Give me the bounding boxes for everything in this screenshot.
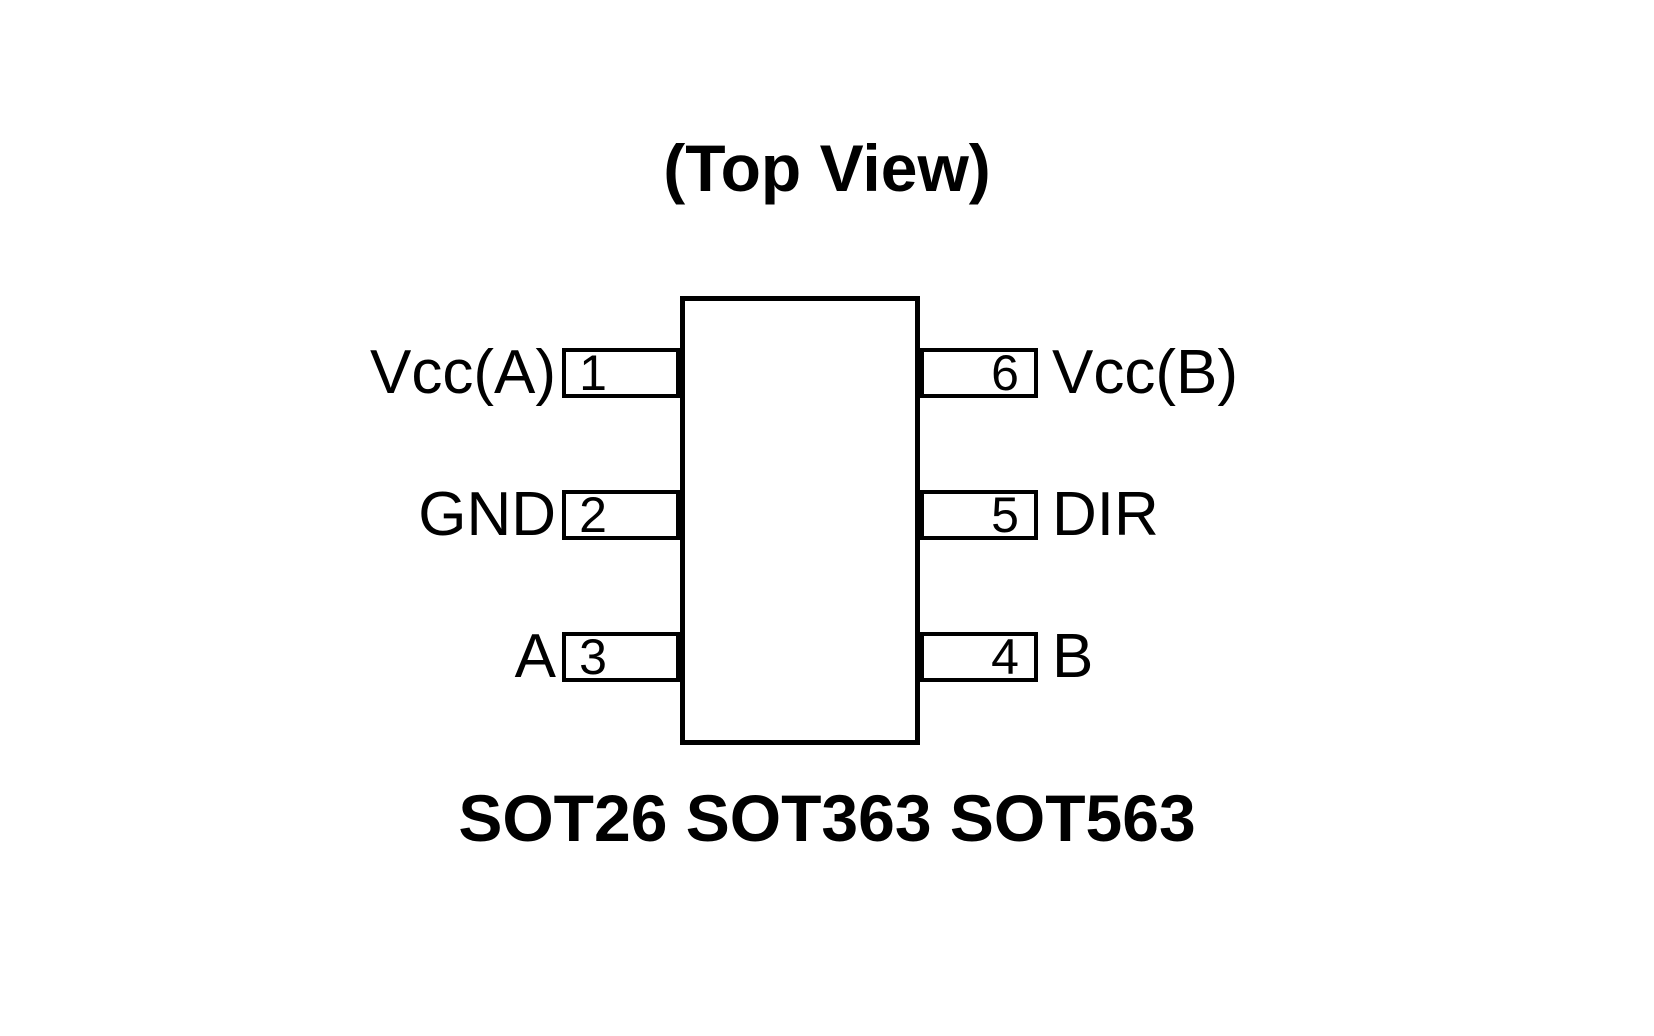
package-body-outline — [680, 296, 920, 745]
pin-pad-6: 6 — [976, 348, 1038, 398]
pin-lead-2 — [620, 490, 680, 540]
pin-pad-5: 5 — [976, 490, 1038, 540]
pin-pad-2: 2 — [562, 490, 624, 540]
pin-label-2: GND — [418, 480, 556, 549]
pin-label-1: Vcc(A) — [370, 338, 556, 407]
pin-row-3: A 3 — [300, 622, 680, 691]
pin-label-6: Vcc(B) — [1052, 338, 1238, 407]
package-caption: SOT26 SOT363 SOT563 — [458, 781, 1196, 855]
pin-pad-4: 4 — [976, 632, 1038, 682]
pin-label-3: A — [514, 622, 556, 691]
pin-pad-3: 3 — [562, 632, 624, 682]
pin-pad-1: 1 — [562, 348, 624, 398]
diagram-title: (Top View) — [663, 131, 991, 205]
pin-row-5: 5 DIR — [920, 480, 1340, 549]
pin-lead-4 — [920, 632, 980, 682]
pin-lead-1 — [620, 348, 680, 398]
pin-row-2: GND 2 — [300, 480, 680, 549]
pin-label-4: B — [1052, 622, 1094, 691]
pin-row-4: 4 B — [920, 622, 1340, 691]
pin-row-1: Vcc(A) 1 — [300, 338, 680, 407]
pin-label-5: DIR — [1052, 480, 1159, 549]
pin-row-6: 6 Vcc(B) — [920, 338, 1340, 407]
pin-lead-5 — [920, 490, 980, 540]
pin-lead-3 — [620, 632, 680, 682]
pin-lead-6 — [920, 348, 980, 398]
